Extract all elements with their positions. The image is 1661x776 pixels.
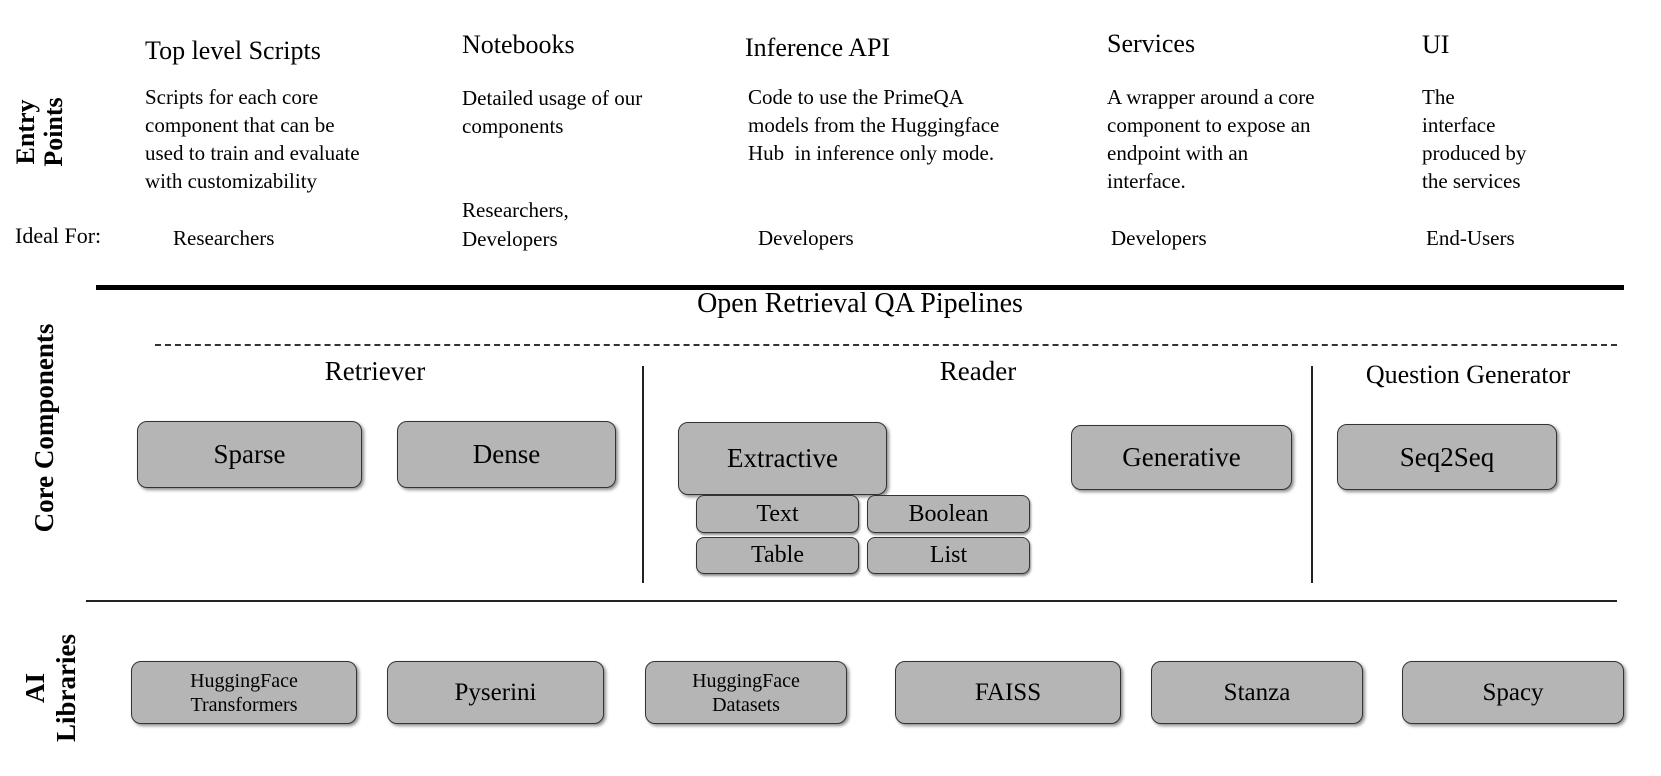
entry-column-description-ui: The interface produced by the services <box>1422 85 1527 193</box>
entry-column-description-inference-api: Code to use the PrimeQA models from the … <box>748 85 1000 165</box>
entry-column-description-notebooks: Detailed usage of our components <box>462 86 643 138</box>
ideal-for-value-services: Developers <box>1111 226 1207 250</box>
ideal-for-value-top-level-scripts: Researchers <box>173 226 275 250</box>
text-answer-box: Text <box>696 495 859 533</box>
retriever-group-title: Retriever <box>324 356 426 386</box>
boolean-answer-box: Boolean <box>867 495 1030 533</box>
entry-column-title-top-level-scripts: Top level Scripts <box>145 36 321 65</box>
table-answer-box: Table <box>696 537 859 574</box>
entry-column-title-notebooks: Notebooks <box>462 30 575 59</box>
entry-column-description-top-level-scripts: Scripts for each core component that can… <box>145 85 360 193</box>
pyserini-box: Pyserini <box>387 661 604 724</box>
huggingface-datasets-box: HuggingFace Datasets <box>645 661 847 724</box>
entry-column-title-inference-api: Inference API <box>745 33 891 62</box>
faiss-box: FAISS <box>895 661 1121 724</box>
generative-reader-box: Generative <box>1071 425 1292 490</box>
stanza-box: Stanza <box>1151 661 1363 724</box>
list-answer-box: List <box>867 537 1030 574</box>
entry-column-description-services: A wrapper around a core component to exp… <box>1107 85 1315 193</box>
ideal-for-value-notebooks: Researchers, Developers <box>462 198 569 251</box>
entry-points-label: Entry Points <box>11 97 68 167</box>
spacy-box: Spacy <box>1402 661 1624 724</box>
entry-core-separator-line <box>96 285 1624 290</box>
core-libraries-separator-line <box>86 600 1617 602</box>
entry-column-title-services: Services <box>1107 29 1196 58</box>
seq2seq-box: Seq2Seq <box>1337 424 1557 490</box>
question-generator-group-title: Question Generator <box>1365 360 1571 389</box>
ideal-for-value-inference-api: Developers <box>758 226 854 250</box>
core-components-label: Core Components <box>29 323 59 533</box>
pipeline-title: Open Retrieval QA Pipelines <box>697 288 1023 319</box>
ideal-for-value-ui: End-Users <box>1426 226 1515 250</box>
reader-qgen-divider <box>1311 366 1313 583</box>
ai-libraries-label: AI Libraries <box>20 634 81 742</box>
dense-retriever-box: Dense <box>397 421 616 488</box>
sparse-retriever-box: Sparse <box>137 421 362 488</box>
pipelines-dashed-line <box>155 344 1617 346</box>
retriever-reader-divider <box>642 366 644 583</box>
ideal-for-label: Ideal For: <box>15 223 102 248</box>
entry-column-title-ui: UI <box>1422 30 1450 59</box>
extractive-reader-box: Extractive <box>678 422 887 495</box>
huggingface-transformers-box: HuggingFace Transformers <box>131 661 357 724</box>
reader-group-title: Reader <box>939 356 1017 386</box>
